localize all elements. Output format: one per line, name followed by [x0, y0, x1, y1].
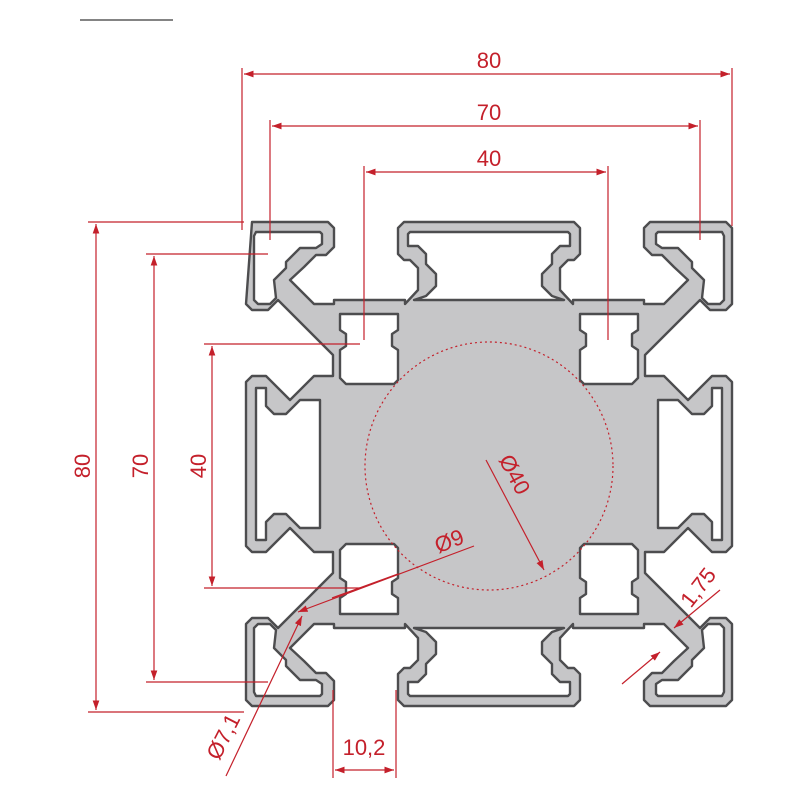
dim-label-height-70: 70 [128, 454, 153, 478]
dim-label-height-80: 80 [70, 454, 95, 478]
dim-line-center-circle [485, 459, 545, 571]
dim-label-width-80: 80 [477, 48, 501, 73]
inner-channel-bottom-left [338, 542, 400, 616]
dim-line-slot-hole-back [331, 573, 399, 599]
corner-slot-top-left [252, 230, 324, 306]
dim-label-height-40: 40 [186, 454, 211, 478]
dimensions: 80 70 40 80 70 40 Ø40 Ø9 [70, 48, 733, 778]
dim-line-corner-hole [225, 615, 303, 777]
corner-slot-bottom-right [654, 622, 726, 698]
dim-label-width-70: 70 [477, 100, 501, 125]
dim-line-wall-thickness-2 [621, 651, 661, 685]
dim-line-wall-thickness [673, 589, 721, 629]
center-bore-circle [364, 341, 614, 591]
bottom-center-slot [406, 626, 572, 698]
dim-label-slot-width: 10,2 [343, 735, 386, 760]
inner-channel-top-right [578, 312, 640, 386]
dim-label-corner-hole: Ø7,1 [201, 710, 245, 764]
left-center-slot [254, 386, 322, 542]
inner-channel-bottom-right [578, 542, 640, 616]
dim-label-wall-thickness: 1,75 [675, 563, 721, 612]
top-center-slot [406, 230, 572, 302]
dim-label-width-40: 40 [477, 146, 501, 171]
corner-slot-top-right [654, 230, 726, 306]
right-center-slot [656, 386, 724, 542]
aluminium-profile [244, 220, 734, 708]
corner-slot-bottom-left [252, 622, 324, 698]
inner-channel-top-left [338, 312, 400, 386]
